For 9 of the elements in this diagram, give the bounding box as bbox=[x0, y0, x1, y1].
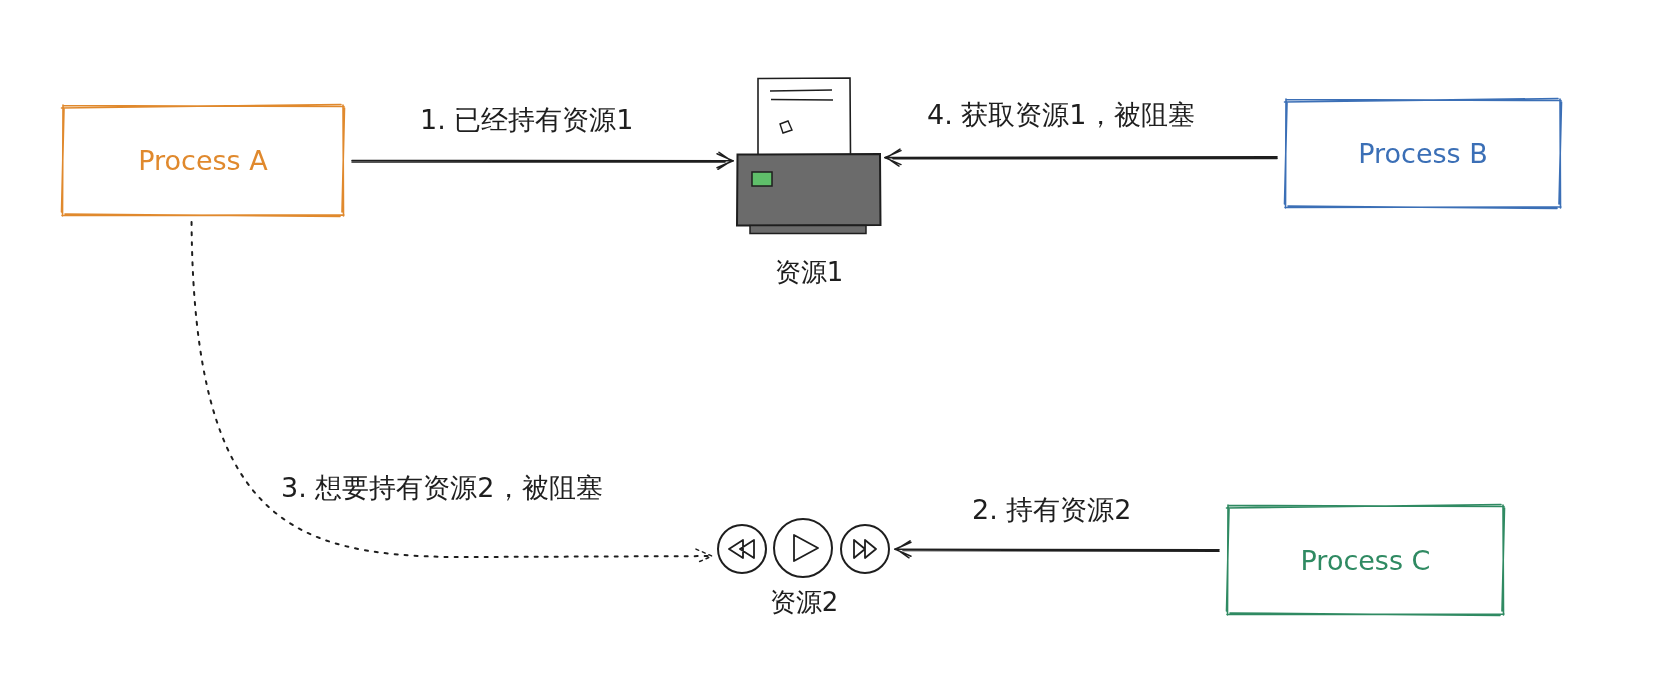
process-box: Process C bbox=[1225, 503, 1506, 617]
arrow bbox=[894, 540, 1220, 559]
dashed-arrow bbox=[190, 221, 713, 564]
arrow bbox=[351, 151, 734, 171]
process-box: Process B bbox=[1283, 97, 1563, 210]
arrow bbox=[884, 148, 1278, 167]
node-label: 资源2 bbox=[769, 586, 839, 618]
node-label: 资源1 bbox=[774, 256, 844, 288]
process-box: Process A bbox=[60, 103, 346, 218]
